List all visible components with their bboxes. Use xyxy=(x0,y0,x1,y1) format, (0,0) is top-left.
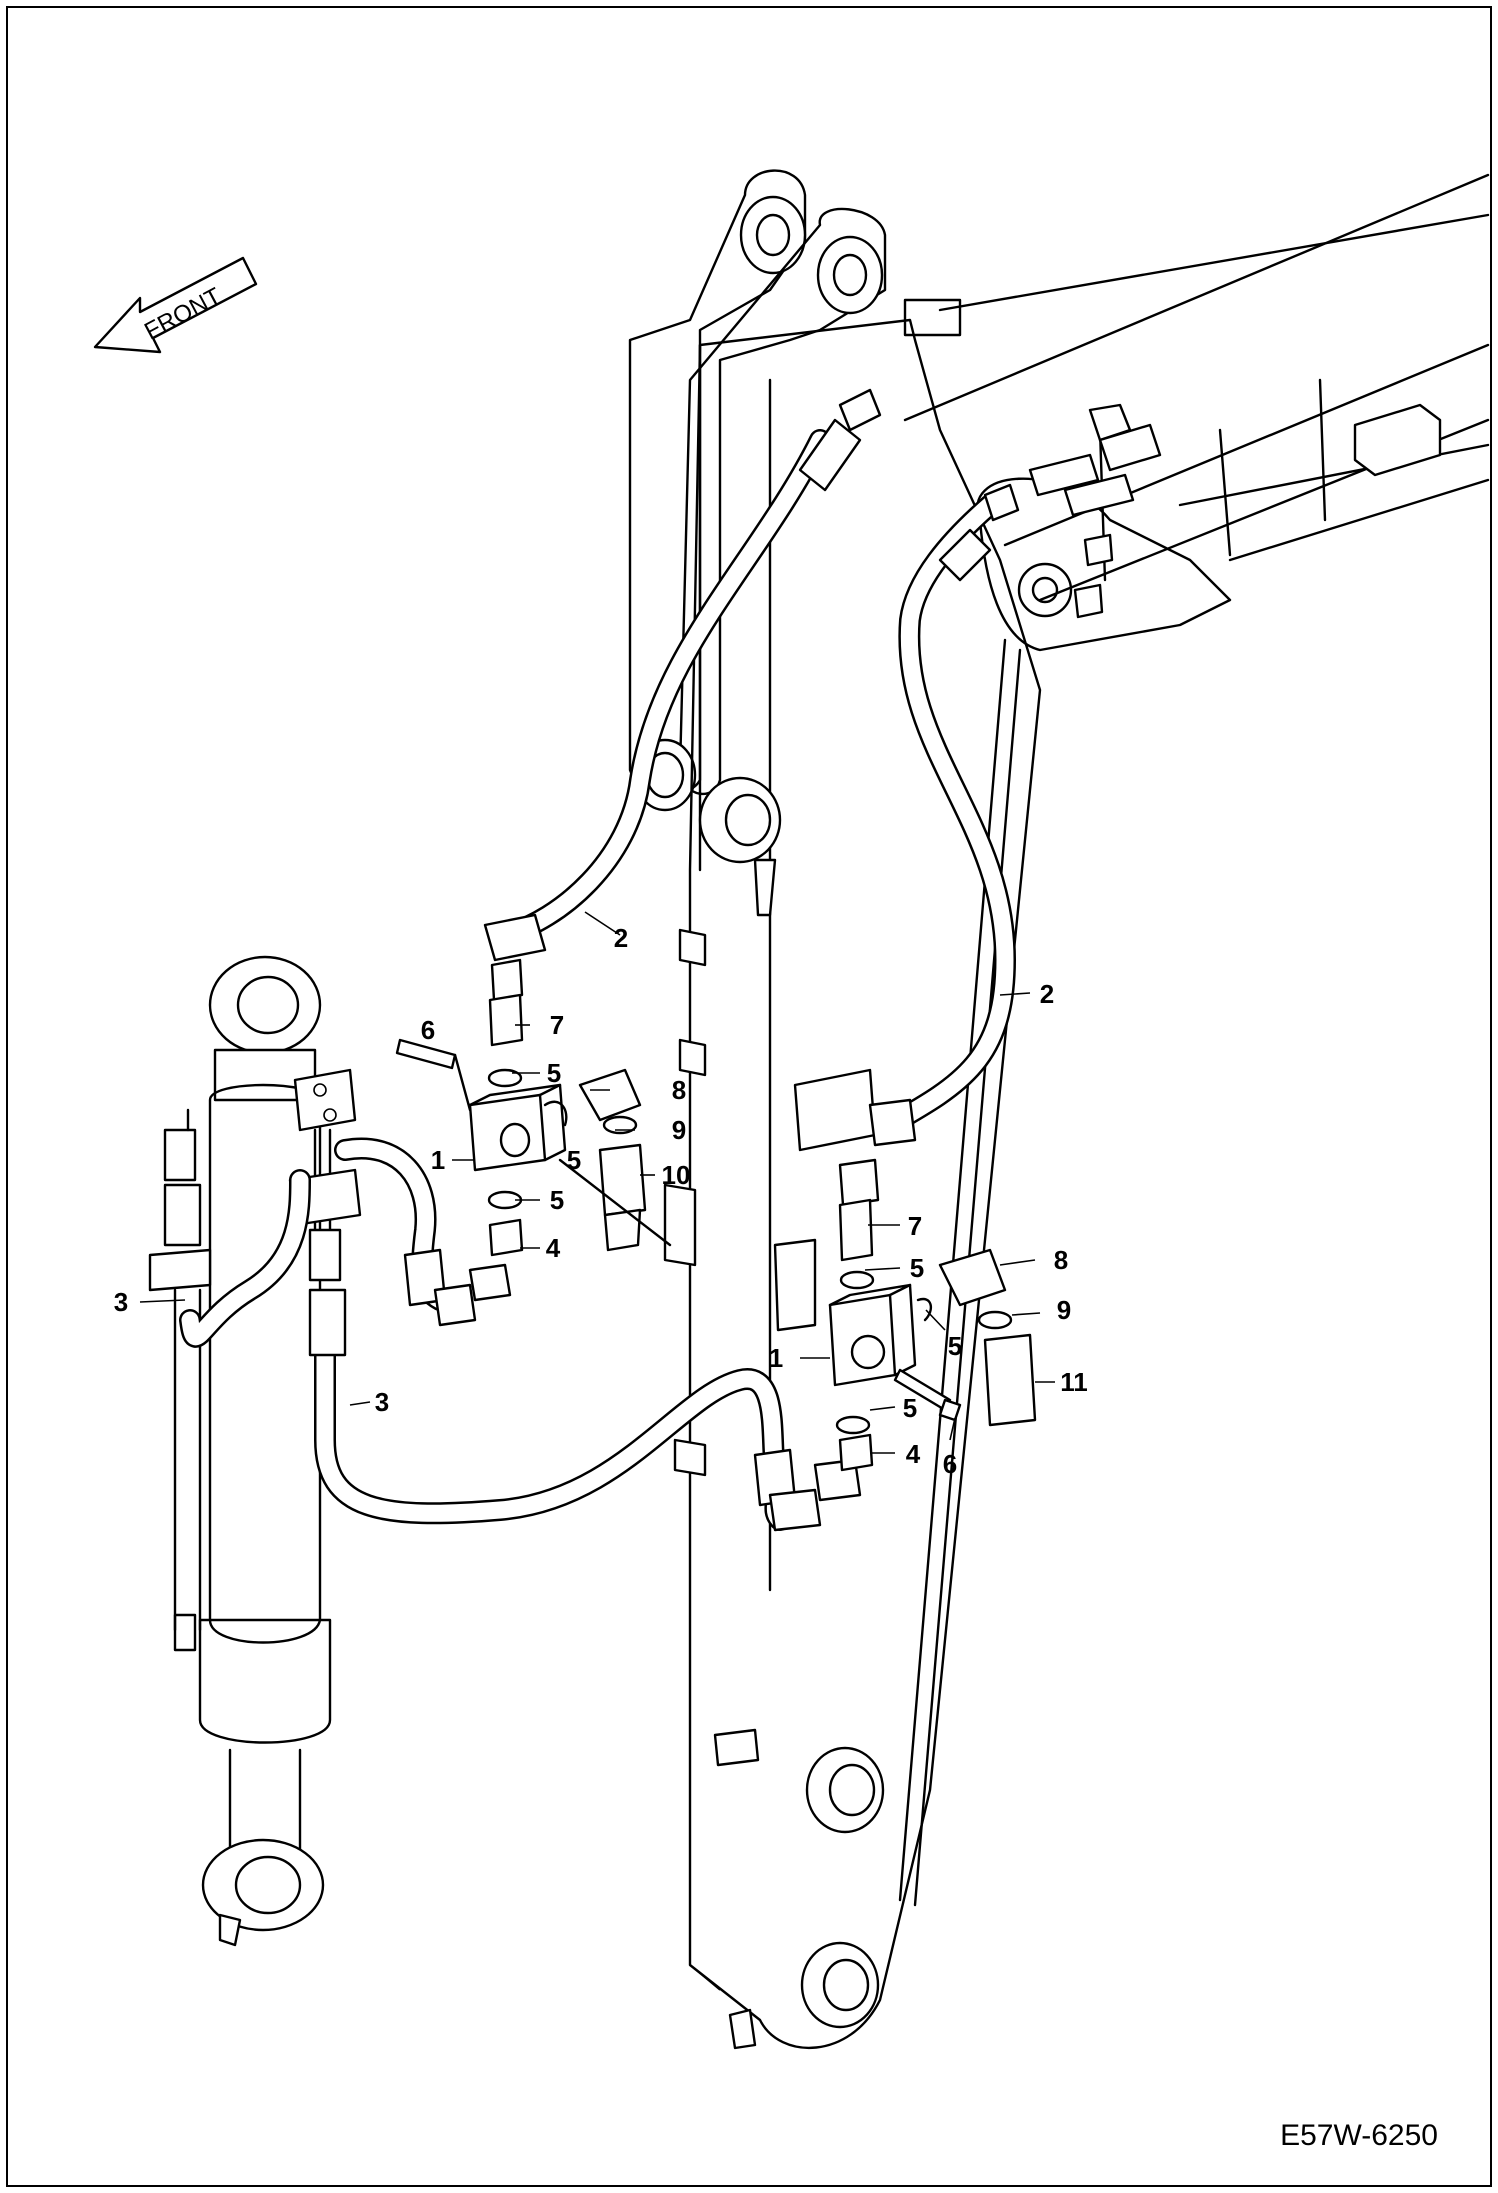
leader-lines xyxy=(139,911,1055,1454)
callout-5-upper-bottom: 5 xyxy=(549,1185,565,1215)
callout-5-upper-side: 5 xyxy=(566,1145,582,1175)
hoses xyxy=(179,388,1162,1532)
callout-7-upper: 7 xyxy=(549,1010,565,1040)
valve-block-lower xyxy=(828,1198,1037,1472)
callout-3-middle: 3 xyxy=(374,1387,390,1417)
callout-6-lower: 6 xyxy=(942,1449,958,1479)
callout-5-lower-top: 5 xyxy=(909,1253,925,1283)
callout-5-lower-side: 5 xyxy=(947,1331,963,1361)
callout-5-lower-bottom: 5 xyxy=(902,1393,918,1423)
callout-1-lower: 1 xyxy=(768,1343,784,1373)
callout-11: 11 xyxy=(1060,1367,1088,1397)
callout-9-lower: 9 xyxy=(1056,1295,1072,1325)
callout-5-upper-top: 5 xyxy=(546,1058,562,1088)
callout-2-upper-right: 2 xyxy=(1039,979,1055,1009)
callout-2-upper-left: 2 xyxy=(613,923,629,953)
drawing-code: E57W-6250 xyxy=(1280,2119,1438,2152)
callout-6-upper: 6 xyxy=(420,1015,436,1045)
front-direction-arrow: FRONT xyxy=(93,256,258,354)
callout-10: 10 xyxy=(661,1160,691,1190)
callout-4-lower: 4 xyxy=(905,1439,921,1469)
callout-8-upper: 8 xyxy=(671,1075,687,1105)
callout-1-upper: 1 xyxy=(430,1145,446,1175)
callout-8-lower: 8 xyxy=(1053,1245,1069,1275)
callout-4-upper: 4 xyxy=(545,1233,561,1263)
bucket-cylinder xyxy=(148,955,362,1947)
callout-7-lower: 7 xyxy=(907,1211,923,1241)
boom xyxy=(903,173,1490,652)
callout-3-left: 3 xyxy=(113,1287,129,1317)
arm xyxy=(663,318,1042,2050)
valve-block-upper xyxy=(395,993,672,1257)
callout-9-upper: 9 xyxy=(671,1115,687,1145)
